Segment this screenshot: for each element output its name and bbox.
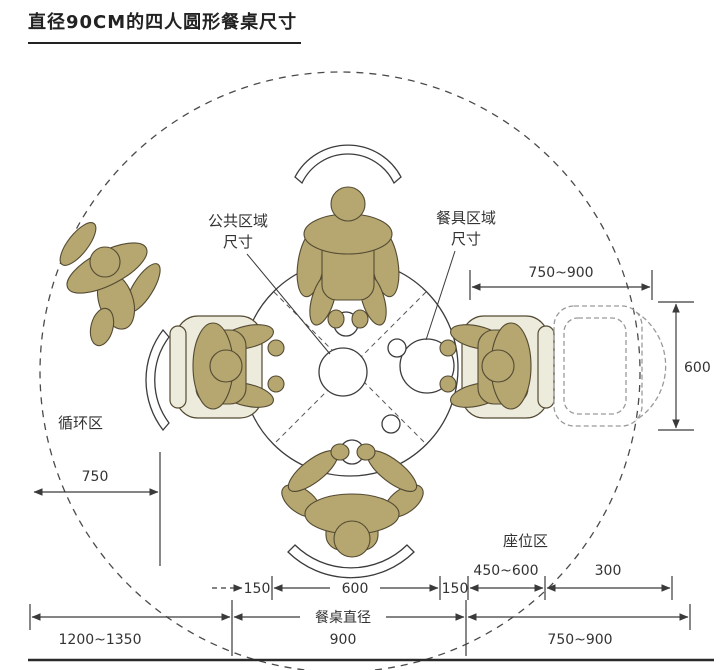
dimension-label: 750~900: [547, 632, 612, 648]
dim-row-table-edges: 150 600 150: [212, 576, 468, 600]
dim-circulation-left: 750: [33, 469, 159, 496]
left-chair-back-arc: [145, 328, 170, 432]
activity-range-circle: [39, 71, 641, 670]
tableware-area-leader-line: [425, 250, 456, 341]
dimension-label: 450~600: [473, 563, 538, 579]
dimension-label: 1200~1350: [59, 632, 142, 648]
bottom-chair-back-arc: [287, 544, 415, 579]
dim-seat-width-right: 600: [658, 301, 711, 431]
dim-chair-pullout-top: 750~900: [469, 265, 653, 300]
right-diner-figure: [439, 322, 532, 410]
public-area-label: 公共区域: [208, 212, 268, 230]
head: [333, 520, 371, 558]
plate-small-top: [387, 338, 407, 358]
head: [481, 349, 515, 383]
dimension-label: 750~900: [528, 265, 593, 281]
seating-zone-label: 座位区: [503, 532, 548, 550]
top-diner-figure: [296, 186, 400, 329]
head: [209, 349, 243, 383]
dim-row-totals: 1200~1350 餐桌直径 900 750~900: [29, 600, 691, 656]
tableware-area-label: 餐具区域: [436, 209, 496, 227]
plate-center: [318, 347, 368, 397]
dimension-label: 600: [684, 360, 711, 376]
tableware-area-callout: 餐具区域 尺寸: [425, 209, 496, 341]
public-area-label: 尺寸: [223, 233, 253, 251]
standing-person-figure: [59, 222, 161, 347]
dimension-label: 150: [442, 581, 469, 597]
dimension-label: 150: [244, 581, 271, 597]
pulled-out-chair-ghost: [553, 305, 667, 427]
plate-right: [399, 338, 455, 394]
public-area-callout: 公共区域 尺寸: [208, 212, 331, 355]
plate-small-bottom: [381, 414, 401, 434]
dimension-label: 900: [330, 632, 357, 648]
public-area-leader-line: [246, 253, 331, 355]
dimension-label: 750: [82, 469, 109, 485]
tableware-plates: [318, 311, 455, 465]
left-diner-figure: [192, 322, 285, 410]
dim-seat-zone: 450~600 300: [467, 563, 673, 600]
top-chair-back-arc: [294, 144, 402, 185]
dimension-label: 600: [342, 581, 369, 597]
bottom-diner-figure: [281, 443, 424, 558]
tableware-area-label: 尺寸: [451, 230, 481, 248]
chair-back-arcs: [145, 144, 415, 579]
table-diameter-label: 餐桌直径: [315, 609, 371, 626]
head: [330, 186, 366, 222]
circulation-zone-label: 循环区: [58, 414, 103, 432]
page-title: 直径90CM的四人圆形餐桌尺寸: [28, 8, 302, 44]
head: [89, 246, 121, 278]
dimension-label: 300: [595, 563, 622, 579]
